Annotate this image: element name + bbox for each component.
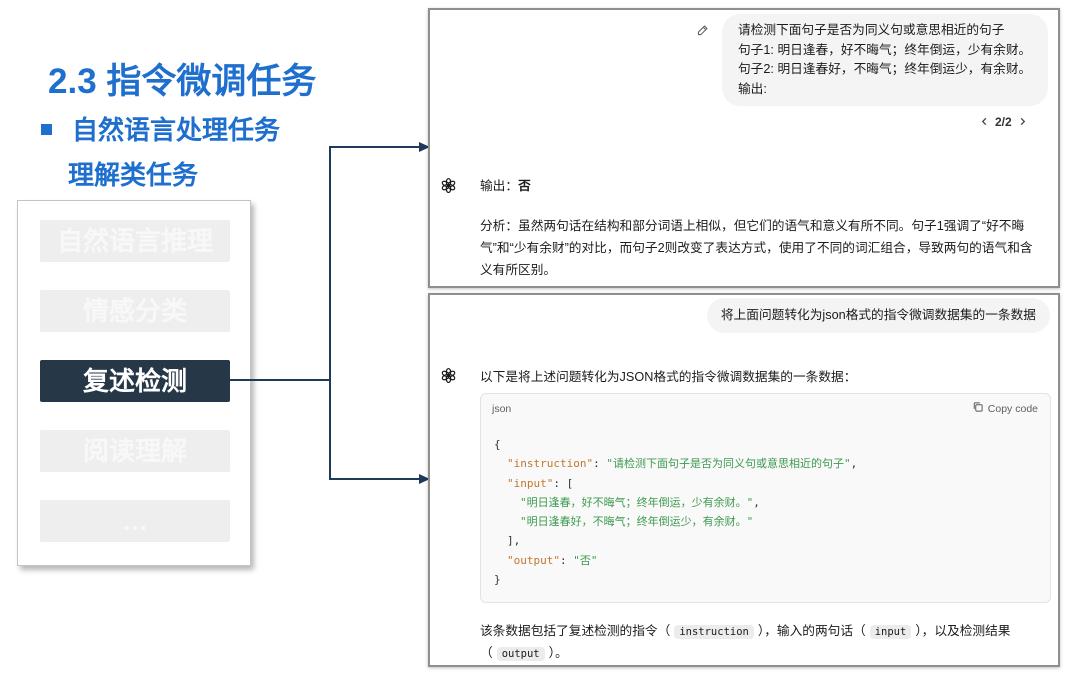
code-punctuation: : xyxy=(593,457,607,471)
user-message-line: 请检测下面句子是否为同义句或意思相近的句子 xyxy=(738,23,1005,37)
code-string: "否" xyxy=(573,553,598,567)
user-message-line: 输出: xyxy=(738,81,767,96)
sub-heading: 理解类任务 xyxy=(68,160,199,190)
copy-code-button[interactable]: Copy code xyxy=(972,401,1038,417)
answer-value: 否 xyxy=(518,179,531,193)
code-key: "input" xyxy=(507,476,554,490)
summary-text: ），以及检测结果 xyxy=(915,624,1011,638)
code-string: "明日逢春好，不晦气；终年倒运少，有余财。" xyxy=(520,515,754,529)
code-string: "请检测下面句子是否为同义句或意思相近的句子" xyxy=(606,457,851,471)
assistant-summary: 该条数据包括了复述检测的指令（instruction），输入的两句话（input… xyxy=(480,621,1056,665)
user-message-bubble: 请检测下面句子是否为同义句或意思相近的句子 句子1: 明日逢春，好不晦气；终年倒… xyxy=(722,14,1048,106)
analysis-line: 气”和“少有余财”的对比，而句子2则改变了表达方式，使用了不同的词汇组合，导致两… xyxy=(480,241,1033,255)
code-key: "output" xyxy=(507,553,560,567)
summary-text: ）。 xyxy=(548,646,568,660)
code-punctuation: , xyxy=(753,495,760,509)
code-punctuation: , xyxy=(850,457,858,471)
assistant-answer: 输出：否 xyxy=(480,176,531,196)
code-punctuation: : xyxy=(559,553,574,567)
task-item-more: … xyxy=(40,500,230,542)
summary-text: 该条数据包括了复述检测的指令（ xyxy=(480,624,671,638)
code-line: "明日逢春，好不晦气；终年倒运，少有余财。", xyxy=(494,493,857,512)
user-message-line: 句子2: 明日逢春好，不晦气；终年倒运少，有余财。 xyxy=(738,62,1032,76)
response-pager: 2/2 xyxy=(980,113,1027,131)
copy-code-label[interactable]: Copy code xyxy=(987,403,1038,415)
code-block: json Copy code { "instruction": "请检测下面句子… xyxy=(480,393,1051,603)
summary-line: （output）。 xyxy=(480,643,1056,665)
code-punctuation: { xyxy=(494,438,501,451)
pager-label: 2/2 xyxy=(995,115,1012,129)
pencil-icon[interactable] xyxy=(696,24,709,37)
section-heading: 自然语言处理任务 xyxy=(72,115,281,145)
answer-label: 输出： xyxy=(480,179,519,193)
chatgpt-logo-icon xyxy=(440,177,457,194)
code-punctuation: } xyxy=(494,573,501,587)
code-key: "instruction" xyxy=(507,457,594,471)
code-line: { xyxy=(494,435,857,454)
slide-title: 2.3 指令微调任务 xyxy=(48,62,317,101)
code-line: "input": [ xyxy=(494,474,857,493)
chevron-left-icon[interactable] xyxy=(980,115,989,129)
code-line: "instruction": "请检测下面句子是否为同义句或意思相近的句子", xyxy=(494,454,857,473)
task-item-natural-language-inference: 自然语言推理 xyxy=(40,220,230,262)
code-language-label: json xyxy=(492,403,512,415)
task-item-reading-comprehension: 阅读理解 xyxy=(40,430,230,472)
code-string: "明日逢春，好不晦气；终年倒运，少有余财。" xyxy=(520,495,754,509)
inline-code: input xyxy=(869,625,912,639)
code-content: { "instruction": "请检测下面句子是否为同义句或意思相近的句子"… xyxy=(494,435,857,589)
code-punctuation: [ xyxy=(566,476,574,490)
code-block-header: json Copy code xyxy=(492,401,1038,417)
assistant-intro: 以下是将上述问题转化为JSON格式的指令微调数据集的一条数据： xyxy=(480,370,857,384)
summary-text: ），输入的两句话（ xyxy=(757,624,866,638)
chatgpt-screenshot-1: 请检测下面句子是否为同义句或意思相近的句子 句子1: 明日逢春，好不晦气；终年倒… xyxy=(428,8,1060,288)
code-line: ], xyxy=(494,531,857,550)
code-line: } xyxy=(494,570,857,589)
user-message-bubble: 将上面问题转化为json格式的指令微调数据集的一条数据 xyxy=(706,298,1050,333)
chatgpt-logo-icon xyxy=(440,367,457,384)
summary-text: （ xyxy=(480,646,493,660)
square-bullet-icon xyxy=(41,124,52,135)
code-punctuation: : xyxy=(553,476,567,490)
chatgpt-screenshot-2: 将上面问题转化为json格式的指令微调数据集的一条数据 以下是将上述问题转化为J… xyxy=(428,293,1060,667)
analysis-line: 分析：虽然两句话在结构和部分词语上相似，但它们的语气和意义有所不同。句子1强调了… xyxy=(480,219,1025,233)
code-punctuation: ], xyxy=(507,534,521,548)
copy-icon[interactable] xyxy=(972,401,984,418)
analysis-line: 义有所区别。 xyxy=(480,263,557,277)
user-message-line: 句子1: 明日逢春，好不晦气；终年倒运，少有余财。 xyxy=(738,42,1032,57)
assistant-analysis: 分析：虽然两句话在结构和部分词语上相似，但它们的语气和意义有所不同。句子1强调了… xyxy=(480,215,1056,281)
chevron-right-icon[interactable] xyxy=(1018,115,1027,129)
task-item-sentiment-classification: 情感分类 xyxy=(40,290,230,332)
inline-code: instruction xyxy=(674,625,754,639)
summary-line: 该条数据包括了复述检测的指令（instruction），输入的两句话（input… xyxy=(480,621,1056,643)
code-line: "output": "否" xyxy=(494,551,857,570)
inline-code: output xyxy=(496,647,545,661)
task-item-paraphrase-detection: 复述检测 xyxy=(40,360,230,402)
code-line: "明日逢春好，不晦气；终年倒运少，有余财。" xyxy=(494,512,857,531)
